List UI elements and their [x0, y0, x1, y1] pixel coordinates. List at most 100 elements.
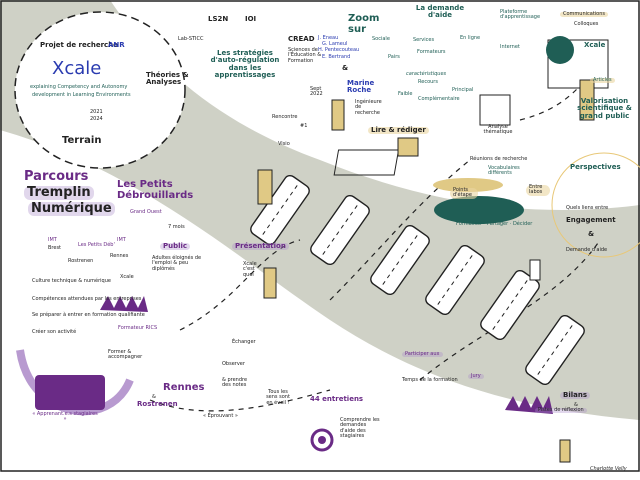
place-tag: Les Petits Déb'	[78, 242, 115, 248]
participer: Participer aux	[402, 351, 443, 358]
internet: Internet	[500, 44, 520, 50]
bilans-figure	[559, 439, 571, 463]
duration: 7 mois	[168, 224, 185, 230]
person-name: J. Eneau	[318, 35, 339, 41]
faible: Faible	[398, 91, 413, 97]
cread-subtitle: Sciences de l'Éducation & Formation	[288, 47, 322, 64]
project-heading: Projet de recherche	[40, 41, 118, 49]
points-etape: Points d'étape	[450, 187, 478, 199]
lead-name: Marine Roche	[347, 79, 375, 95]
entre-labos: Entre labos	[526, 184, 550, 196]
sens-bubble: Tous les sens sont en éveil !	[266, 389, 290, 406]
perspectives-circle	[551, 152, 640, 258]
project-logo: Xcale	[52, 58, 102, 79]
plateforme: Plateforme d'apprentissage	[500, 9, 541, 21]
lab-ls2n: LS2N	[208, 15, 229, 23]
articles: Articles	[590, 77, 615, 84]
perspectives-question: Quels liens entre	[566, 205, 609, 211]
bridge-centerline	[262, 185, 298, 235]
project-bubble	[14, 11, 186, 169]
and-sign: &	[152, 394, 156, 400]
bilans-group	[505, 396, 553, 414]
place-rostrenen: Rostrenen	[68, 258, 94, 264]
pairs: Pairs	[388, 54, 400, 60]
lead-role: Ingénieure de recherche	[355, 99, 382, 116]
marine-figure	[331, 99, 345, 131]
laptop-icon	[397, 137, 419, 157]
sociale: Sociale	[372, 36, 390, 42]
sept-date: Sept 2022	[310, 86, 323, 98]
presentation-board: Xcale c'est quoi	[243, 261, 257, 278]
rencontre-num: #1	[300, 123, 308, 129]
speech-bubble-icon	[546, 36, 574, 64]
and-sign: &	[342, 64, 349, 72]
bridge-centerline	[437, 255, 473, 305]
person-name: G. Lameul	[322, 41, 348, 47]
public-desc: Adultes éloignés de l'emploi & peu diplô…	[152, 255, 202, 272]
researcher-figure	[257, 169, 273, 205]
bilans-title: Bilans	[560, 391, 591, 400]
presenter-figure	[263, 267, 277, 299]
lab-cread: CREAD	[288, 35, 315, 43]
place-brest: Brest	[48, 245, 62, 251]
xcale-check: Xcale	[120, 274, 134, 280]
learners-group	[35, 375, 105, 410]
region: Grand Ouest	[130, 209, 162, 215]
colloques: Colloques	[574, 21, 599, 27]
presentation-title: Présentation	[232, 242, 289, 251]
valorisation: Valorisation scientifique & grand public	[577, 97, 632, 120]
and-sign: &	[588, 230, 595, 238]
lire-rediger: Lire & rédiger	[368, 126, 429, 135]
lab-sticc: Lab-STICC	[178, 36, 204, 42]
place-tag: IMT	[117, 237, 126, 243]
temps-formation: Temps de la formation	[402, 377, 458, 383]
eprouvant: « Éprouvant »	[203, 413, 238, 419]
reunion-actions: Formaliser · Partager · Décider	[456, 221, 533, 227]
objective: Culture technique & numérique	[32, 278, 111, 284]
bridge	[370, 224, 430, 296]
jury: Jury	[468, 373, 484, 380]
target-icon	[310, 428, 334, 452]
meeting-oval	[433, 178, 503, 192]
strategies-title: Les stratégies d'auto-régulation dans le…	[210, 49, 280, 80]
petits-debrouillards: Les Petits Débrouillards	[117, 179, 194, 201]
bridges	[250, 174, 585, 386]
lab-ioi: IOI	[245, 15, 257, 23]
demande-aide: Demande d'aide	[566, 247, 608, 253]
public-label: Public	[160, 242, 191, 251]
communications-title: Communications	[560, 11, 609, 18]
services: Services	[413, 37, 435, 43]
comprendre: Comprendre les demandes d'aide des stagi…	[340, 417, 380, 439]
recours: Recours	[418, 79, 438, 85]
bridge	[525, 314, 585, 386]
en-ligne: En ligne	[460, 35, 481, 41]
bridge-centerline	[537, 325, 573, 375]
vocab: Vocabulaires différents	[488, 165, 520, 177]
project-subtitle-1: explaining Competency and Autonomy	[30, 84, 128, 90]
visio: Visio	[278, 141, 290, 147]
bridge-centerline	[492, 280, 528, 330]
project-subtitle-2: development in Learning Environments	[32, 92, 131, 98]
zoom-title: Zoom sur	[348, 13, 380, 35]
objective: Se préparer à entrer en formation qualif…	[32, 312, 145, 318]
formateur-label: Formateur RICS	[118, 325, 158, 331]
bridge	[425, 244, 485, 316]
board-xcale: Xcale	[584, 41, 606, 49]
principal: Principal	[452, 87, 474, 93]
echanger: Échanger	[232, 339, 256, 345]
perspectives-title: Perspectives	[570, 163, 621, 171]
bridge-centerline	[322, 205, 358, 255]
funder: ANR	[108, 41, 125, 49]
bridge-centerline	[382, 235, 418, 285]
years-end: 2024	[90, 116, 103, 122]
years-start: 2021	[90, 109, 103, 115]
desk	[333, 149, 400, 176]
parcours-title: Parcours	[24, 169, 89, 184]
rennes-label: Rennes	[163, 382, 205, 393]
caracteristiques: caractéristiques	[406, 71, 447, 77]
observer: Observer	[222, 361, 245, 367]
speaker-figure	[579, 79, 595, 121]
and-sign: &	[574, 402, 578, 408]
